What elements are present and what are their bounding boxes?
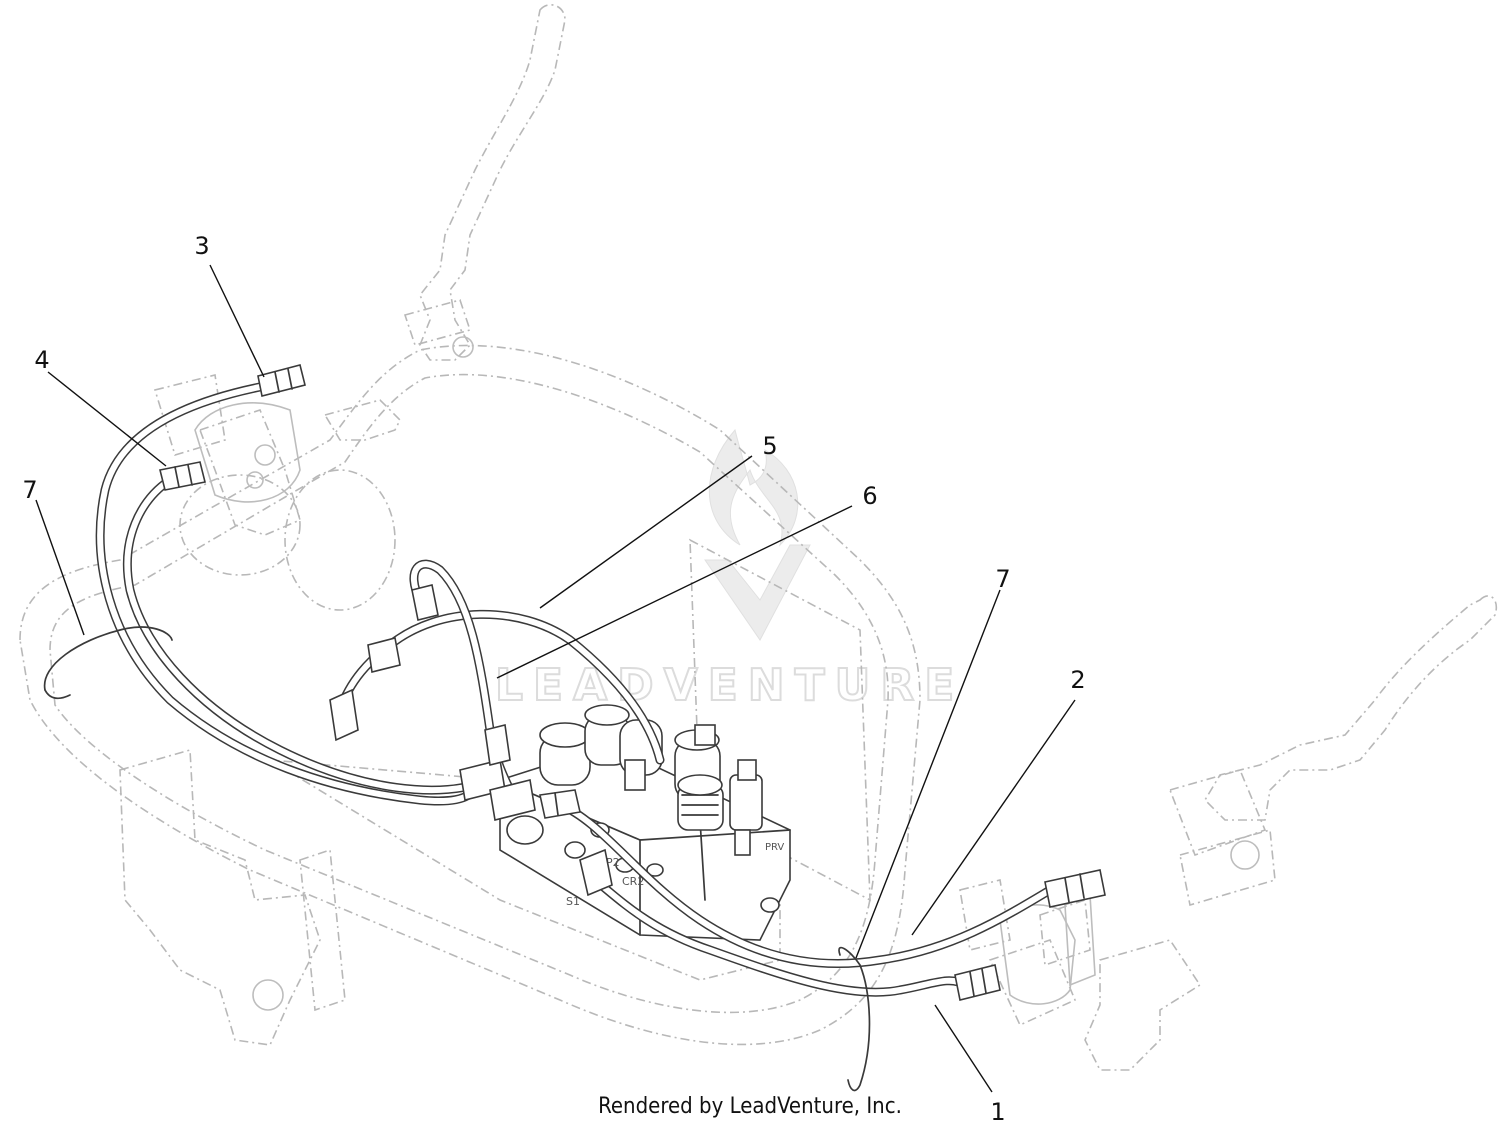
leadventure-watermark: LEADVENTURE <box>494 428 964 712</box>
port-label-p2: P2 <box>606 856 620 869</box>
callout-1: 1 <box>990 1098 1005 1126</box>
port-label-prv: PRV <box>765 842 784 853</box>
watermark-text: LEADVENTURE <box>495 660 964 711</box>
callout-6: 6 <box>862 482 877 510</box>
cable-tie-right <box>838 946 871 1092</box>
leader-3 <box>209 264 265 378</box>
leader-4 <box>47 371 167 467</box>
callout-4: 4 <box>34 346 49 374</box>
leader-7a <box>35 499 85 636</box>
cable-tie-left <box>43 626 173 691</box>
hose-fittings <box>159 364 1106 1001</box>
hydraulic-hoses <box>95 380 1055 997</box>
port-label-s1: S1 <box>566 895 580 908</box>
callout-5: 5 <box>762 432 777 460</box>
left-drive-cylinder <box>194 402 301 503</box>
leader-7b <box>855 589 1001 959</box>
callout-7-right: 7 <box>995 565 1010 593</box>
leader-2 <box>911 699 1076 936</box>
hose-4 <box>122 475 495 795</box>
callout-numbers: 1 2 3 4 5 6 7 7 <box>22 232 1085 1126</box>
leader-5 <box>539 455 753 609</box>
callout-7-left: 7 <box>22 476 37 504</box>
callout-leader-lines <box>35 264 1076 1093</box>
callout-3: 3 <box>194 232 209 260</box>
hydraulic-valve-manifold: P2 S1 CR2 PRV <box>499 704 791 941</box>
footer-credit: Rendered by LeadVenture, Inc. <box>598 1094 902 1119</box>
callout-2: 2 <box>1070 666 1085 694</box>
cable-ties <box>43 626 871 1092</box>
leader-6 <box>496 505 853 679</box>
watermark-flame-logo <box>704 428 811 641</box>
leader-1 <box>934 1004 993 1093</box>
port-label-cr2: CR2 <box>622 875 644 888</box>
